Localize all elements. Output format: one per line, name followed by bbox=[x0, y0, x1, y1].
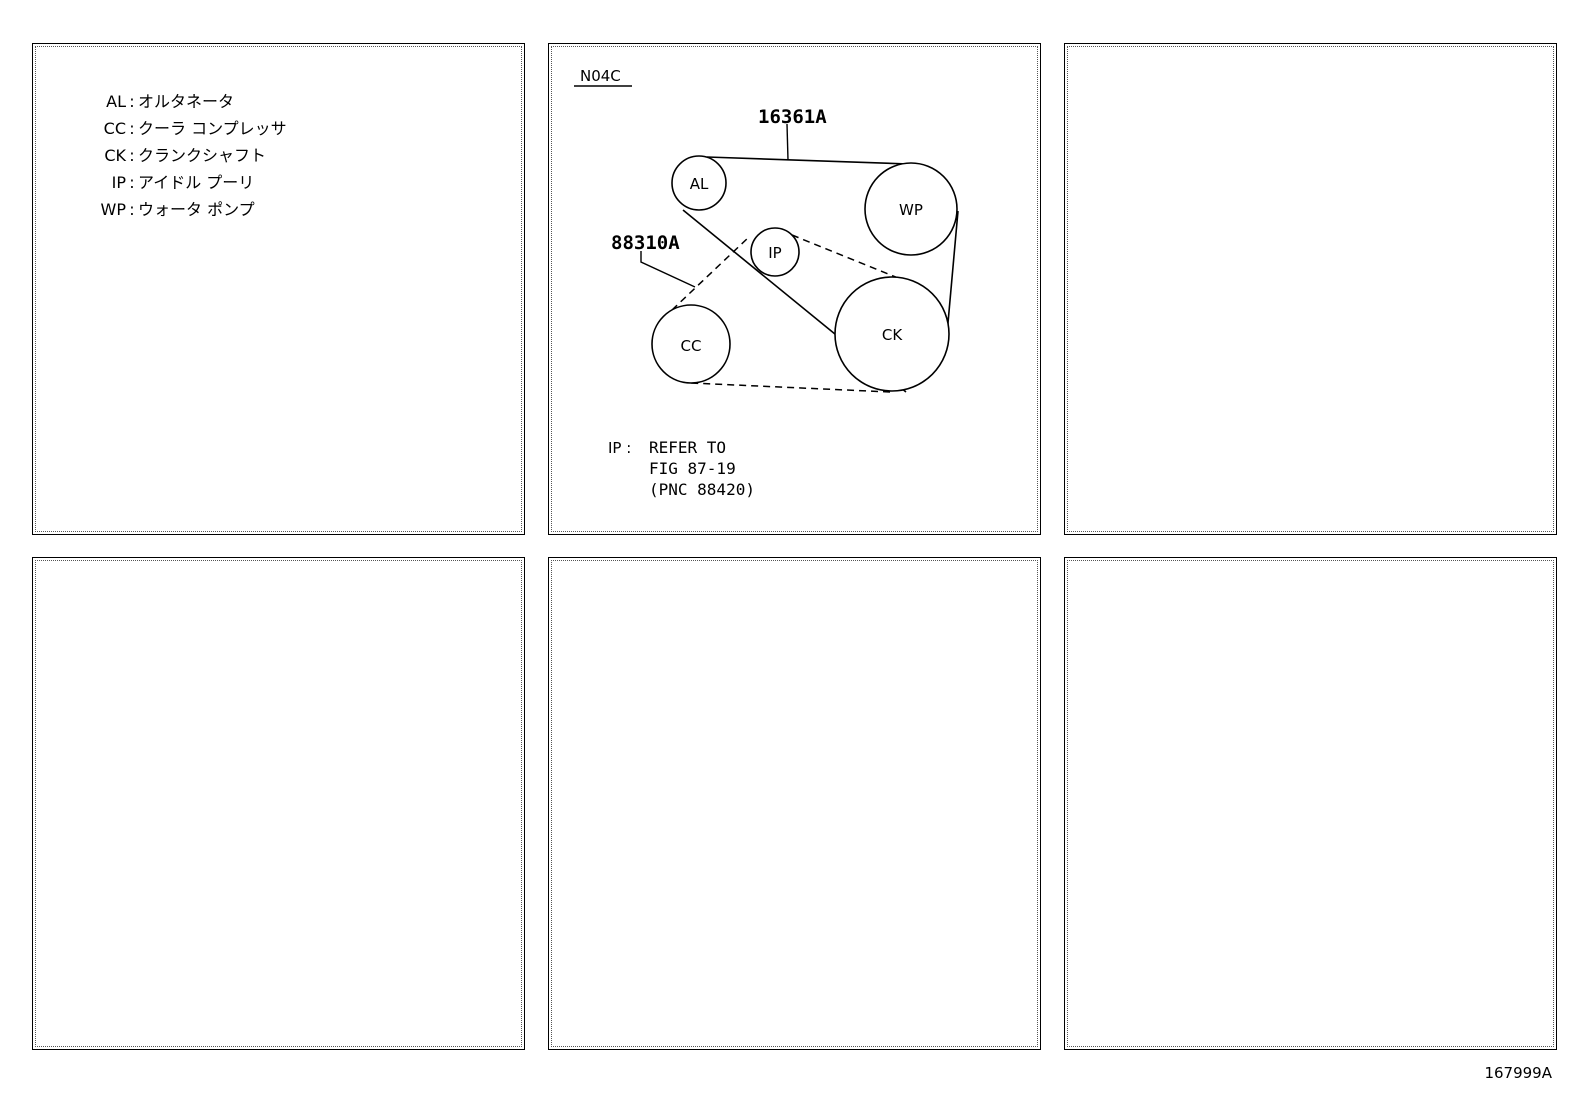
legend-code: CK bbox=[104, 146, 126, 165]
figure-id: 167999A bbox=[1484, 1064, 1552, 1082]
legend-row: CC:クーラ コンプレッサ bbox=[91, 115, 287, 142]
legend-code: WP bbox=[100, 200, 126, 219]
empty-panel bbox=[1064, 557, 1557, 1050]
legend-panel: AL:オルタネータ CC:クーラ コンプレッサ CK:クランクシャフト IP:ア… bbox=[32, 43, 525, 535]
pulley-label-wp: WP bbox=[899, 201, 923, 219]
legend-code: CC bbox=[103, 119, 126, 138]
belt-diagram-panel: N04C 16361A 88310A AL WP bbox=[548, 43, 1041, 535]
note-prefix: IP : bbox=[608, 439, 631, 457]
pulley-label-ip: IP bbox=[768, 244, 781, 262]
legend-name: クーラ コンプレッサ bbox=[138, 119, 287, 138]
legend-name: アイドル プーリ bbox=[138, 173, 255, 192]
leader-16361a bbox=[786, 123, 789, 161]
part-number-16361a: 16361A bbox=[758, 106, 827, 128]
pulley-label-al: AL bbox=[690, 175, 709, 193]
pulley-ck: CK bbox=[834, 276, 950, 392]
note-line-1: REFER TO bbox=[649, 438, 726, 457]
empty-panel bbox=[32, 557, 525, 1050]
legend-row: CK:クランクシャフト bbox=[91, 142, 287, 169]
empty-panel bbox=[1064, 43, 1557, 535]
pulley-wp: WP bbox=[864, 162, 958, 256]
belt-88310a bbox=[671, 234, 904, 393]
legend-row: WP:ウォータ ポンプ bbox=[91, 196, 287, 223]
belt-routing-diagram: N04C 16361A 88310A AL WP bbox=[574, 67, 959, 499]
pulley-label-ck: CK bbox=[882, 326, 903, 344]
legend-code: IP bbox=[111, 173, 126, 192]
legend-name: ウォータ ポンプ bbox=[138, 200, 255, 219]
empty-panel bbox=[548, 557, 1041, 1050]
legend-row: AL:オルタネータ bbox=[91, 88, 287, 115]
pulley-label-cc: CC bbox=[681, 337, 702, 355]
pulley-al: AL bbox=[671, 155, 727, 211]
note-line-2: FIG 87-19 bbox=[649, 459, 736, 478]
variant-label: N04C bbox=[580, 67, 621, 85]
legend-name: クランクシャフト bbox=[138, 146, 267, 165]
leader-88310a bbox=[640, 251, 696, 288]
note-line-3: (PNC 88420) bbox=[649, 480, 755, 499]
legend-code: AL bbox=[106, 92, 126, 111]
legend-row: IP:アイドル プーリ bbox=[91, 169, 287, 196]
pulley-cc: CC bbox=[651, 304, 731, 384]
pulley-legend: AL:オルタネータ CC:クーラ コンプレッサ CK:クランクシャフト IP:ア… bbox=[91, 88, 287, 223]
pulley-ip: IP bbox=[750, 227, 800, 277]
legend-name: オルタネータ bbox=[138, 92, 235, 111]
part-number-88310a: 88310A bbox=[611, 232, 680, 254]
